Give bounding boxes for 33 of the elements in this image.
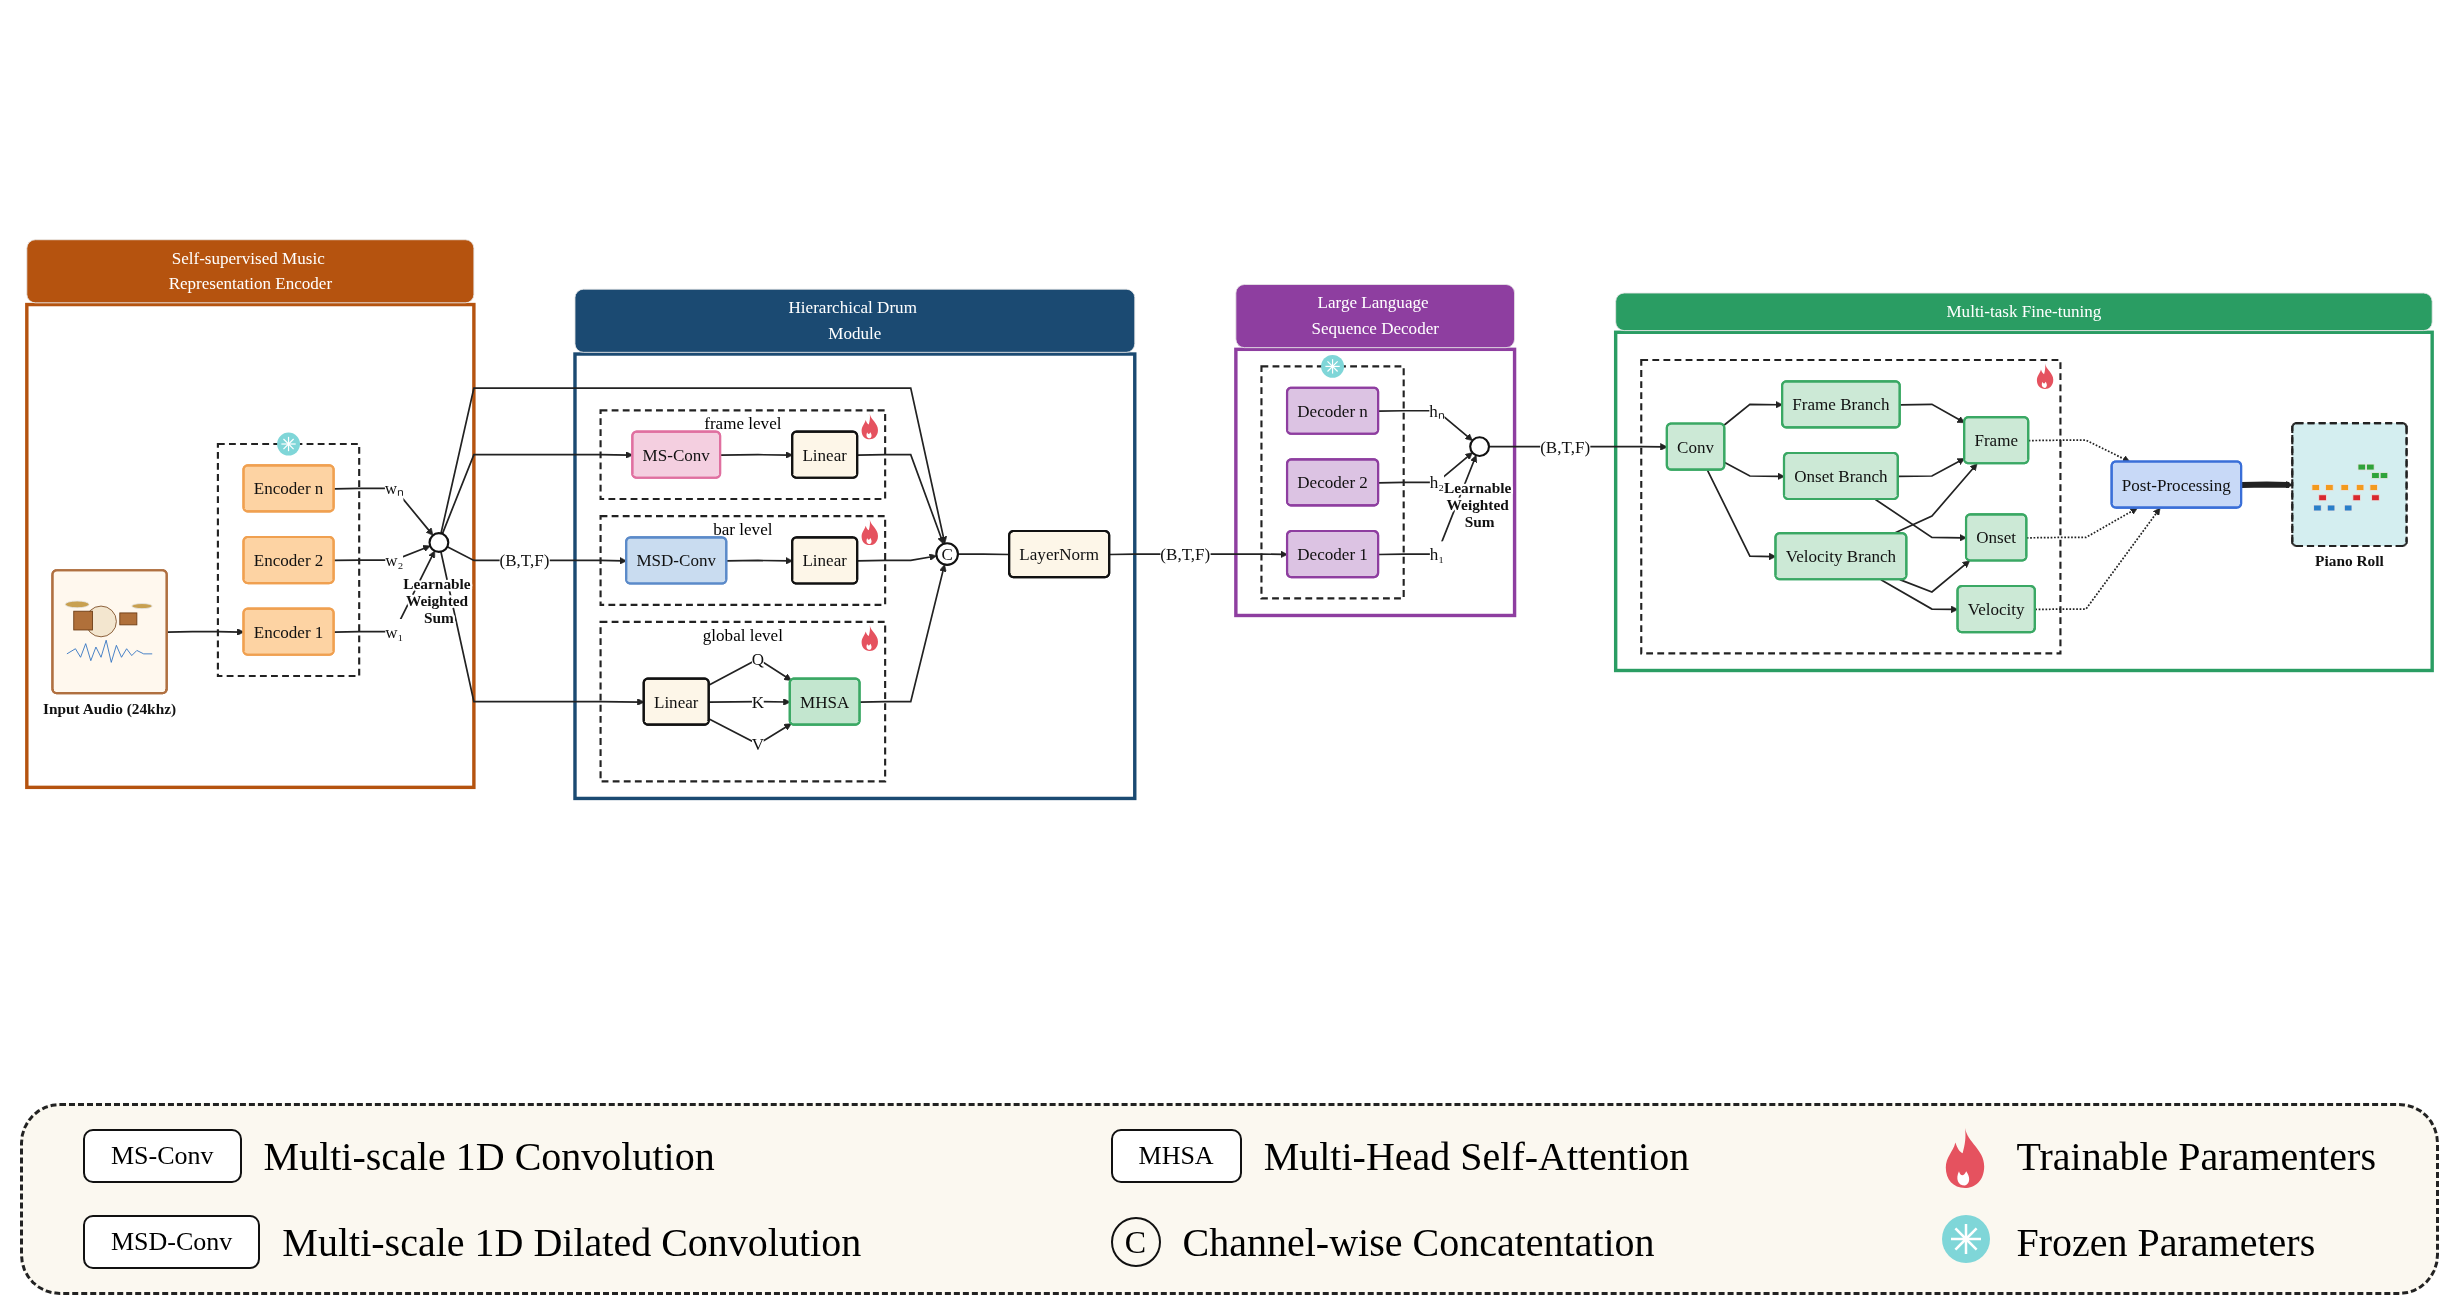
edge-label: (B,T,F): [499, 551, 550, 570]
edge-label: K: [751, 692, 765, 712]
legend-text: Multi-scale 1D Dilated Convolution: [282, 1218, 862, 1266]
legend-text: Channel-wise Concatentation: [1182, 1218, 1655, 1266]
arrow: [1722, 400, 1783, 427]
edge-label: wₙ: [384, 478, 404, 498]
arrow: [1899, 403, 1965, 424]
legend-text: Multi-Head Self-Attention: [1263, 1132, 1690, 1180]
legend-text: Trainable Paramenters: [2016, 1132, 2376, 1180]
edge-label: hₙ: [1429, 401, 1445, 421]
edge-label: w₁: [385, 622, 404, 642]
edge-label: w₂: [385, 550, 404, 570]
legend-text: Frozen Parameters: [2016, 1218, 2316, 1266]
cluster: [1640, 358, 2062, 655]
edge-label: h₂: [1429, 473, 1445, 492]
node-circle: [1469, 436, 1491, 458]
legend-key: MS-Conv: [83, 1129, 242, 1183]
edge-label: h₁: [1429, 544, 1445, 564]
legend-key: MSD-Conv: [83, 1215, 261, 1269]
node-caption: Input Audio (24khz): [43, 699, 177, 717]
legend-text: Multi-scale 1D Convolution: [263, 1132, 715, 1180]
edge-label: Q: [751, 649, 765, 669]
legend-symbol: C: [1110, 1217, 1161, 1267]
node-circle: C: [935, 542, 959, 566]
node-circle: [428, 532, 450, 553]
arrow: [859, 564, 947, 703]
edge-label: V: [751, 734, 765, 754]
legend-key: MHSA: [1110, 1129, 1242, 1183]
arrow: [1899, 560, 1970, 593]
edge-label: (B,T,F): [1160, 544, 1211, 564]
node-caption: Piano Roll: [2315, 552, 2384, 570]
arrow: [1897, 458, 1965, 478]
edge-label: (B,T,F): [1540, 437, 1591, 456]
